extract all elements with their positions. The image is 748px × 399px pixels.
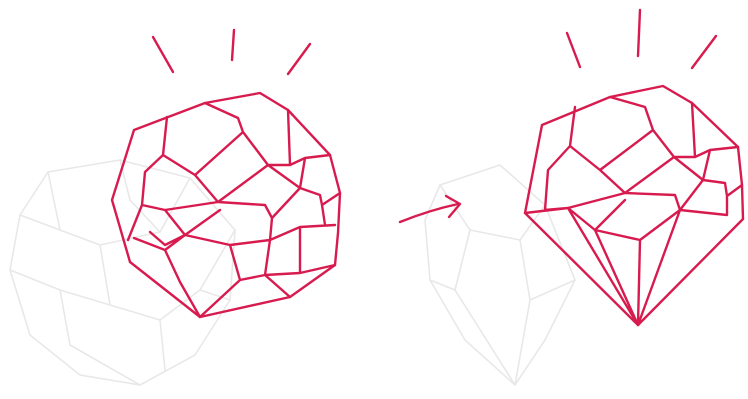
gem-outline bbox=[525, 86, 743, 325]
shine-mark bbox=[288, 44, 310, 74]
rough-stone bbox=[112, 30, 340, 317]
shine-mark bbox=[567, 33, 580, 67]
shine-mark bbox=[692, 36, 716, 68]
shine-mark bbox=[232, 30, 234, 60]
gem-facets bbox=[525, 97, 742, 325]
shine-mark bbox=[638, 10, 640, 56]
shine-mark bbox=[153, 37, 173, 72]
ghost-rough-stone-left bbox=[10, 160, 235, 385]
cut-gem bbox=[525, 10, 743, 325]
